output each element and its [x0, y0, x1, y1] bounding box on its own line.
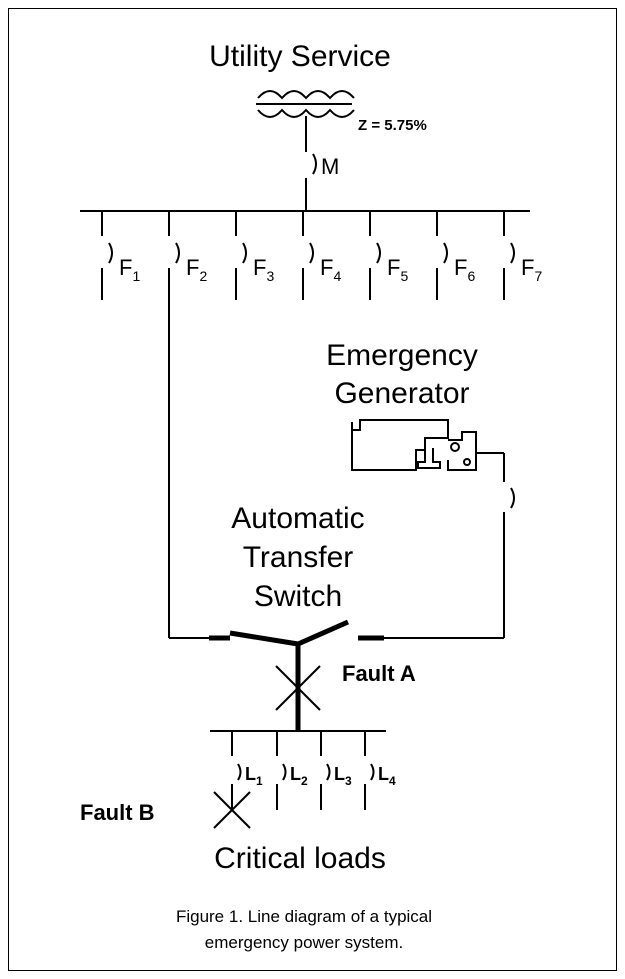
- load-3-letter: L: [334, 764, 345, 784]
- svg-text:F2: F2: [186, 255, 207, 284]
- feeder-3-sub: 3: [266, 268, 274, 284]
- load-2-sub: 2: [301, 774, 308, 788]
- load-1-sub: 1: [256, 774, 263, 788]
- svg-text:F6: F6: [454, 255, 475, 284]
- feeder-3: F3: [235, 211, 274, 300]
- utility-service-label: Utility Service: [209, 40, 391, 73]
- svg-text:F4: F4: [320, 255, 341, 284]
- transfer-switch-icon: [169, 619, 504, 731]
- load-4-letter: L: [378, 764, 389, 784]
- feeder-3-letter: F: [253, 255, 266, 280]
- ats-label-line-3: Switch: [254, 580, 342, 613]
- feeder-6-sub: 6: [467, 268, 475, 284]
- feeder-4-letter: F: [320, 255, 333, 280]
- feeder-2-letter: F: [186, 255, 199, 280]
- load-2-letter: L: [290, 764, 301, 784]
- critical-loads-label: Critical loads: [214, 842, 386, 875]
- main-breaker-icon: [305, 153, 317, 211]
- feeder-1: F1: [101, 211, 140, 300]
- generator-icon: [351, 419, 515, 638]
- ats-label-line-1: Automatic: [231, 502, 364, 535]
- load-4: L4: [364, 731, 396, 810]
- svg-text:F3: F3: [253, 255, 274, 284]
- generator-label-line-1: Emergency: [326, 339, 478, 372]
- feeder-2: F2: [168, 211, 207, 638]
- fault-a-label: Fault A: [342, 661, 416, 686]
- load-4-sub: 4: [389, 774, 396, 788]
- feeder-5-sub: 5: [400, 268, 408, 284]
- generator-label-line-2: Generator: [334, 377, 469, 410]
- feeder-2-sub: 2: [199, 268, 207, 284]
- transformer-icon: [256, 90, 355, 152]
- feeder-1-letter: F: [119, 255, 132, 280]
- fault-a-marker-icon: [275, 665, 321, 711]
- fault-b-label: Fault B: [80, 800, 155, 825]
- load-2: L2: [276, 731, 308, 810]
- svg-text:L4: L4: [378, 764, 396, 788]
- caption-line-1: Figure 1. Line diagram of a typical: [176, 907, 432, 926]
- feeder-4-sub: 4: [333, 268, 341, 284]
- impedance-label: Z = 5.75%: [358, 117, 427, 134]
- ats-label-line-2: Transfer: [243, 541, 354, 574]
- feeder-7-letter: F: [521, 255, 534, 280]
- load-1-letter: L: [245, 764, 256, 784]
- load-3-sub: 3: [345, 774, 352, 788]
- feeder-7: F7: [503, 211, 542, 300]
- svg-text:L1: L1: [245, 764, 263, 788]
- feeder-5-letter: F: [387, 255, 400, 280]
- feeder-4: F4: [302, 211, 341, 300]
- feeder-1-sub: 1: [132, 268, 140, 284]
- feeder-6-letter: F: [454, 255, 467, 280]
- svg-text:F1: F1: [119, 255, 140, 284]
- svg-text:F7: F7: [521, 255, 542, 284]
- svg-text:L3: L3: [334, 764, 352, 788]
- main-breaker-label: M: [321, 154, 339, 179]
- fault-b-marker-icon: [213, 791, 251, 829]
- feeder-7-sub: 7: [534, 268, 542, 284]
- load-1: L1: [231, 731, 263, 810]
- feeder-5: F5: [369, 211, 408, 300]
- caption-line-2: emergency power system.: [205, 933, 403, 952]
- figure-frame: [8, 8, 617, 971]
- svg-text:L2: L2: [290, 764, 308, 788]
- feeder-6: F6: [436, 211, 475, 300]
- svg-text:F5: F5: [387, 255, 408, 284]
- load-3: L3: [320, 731, 352, 810]
